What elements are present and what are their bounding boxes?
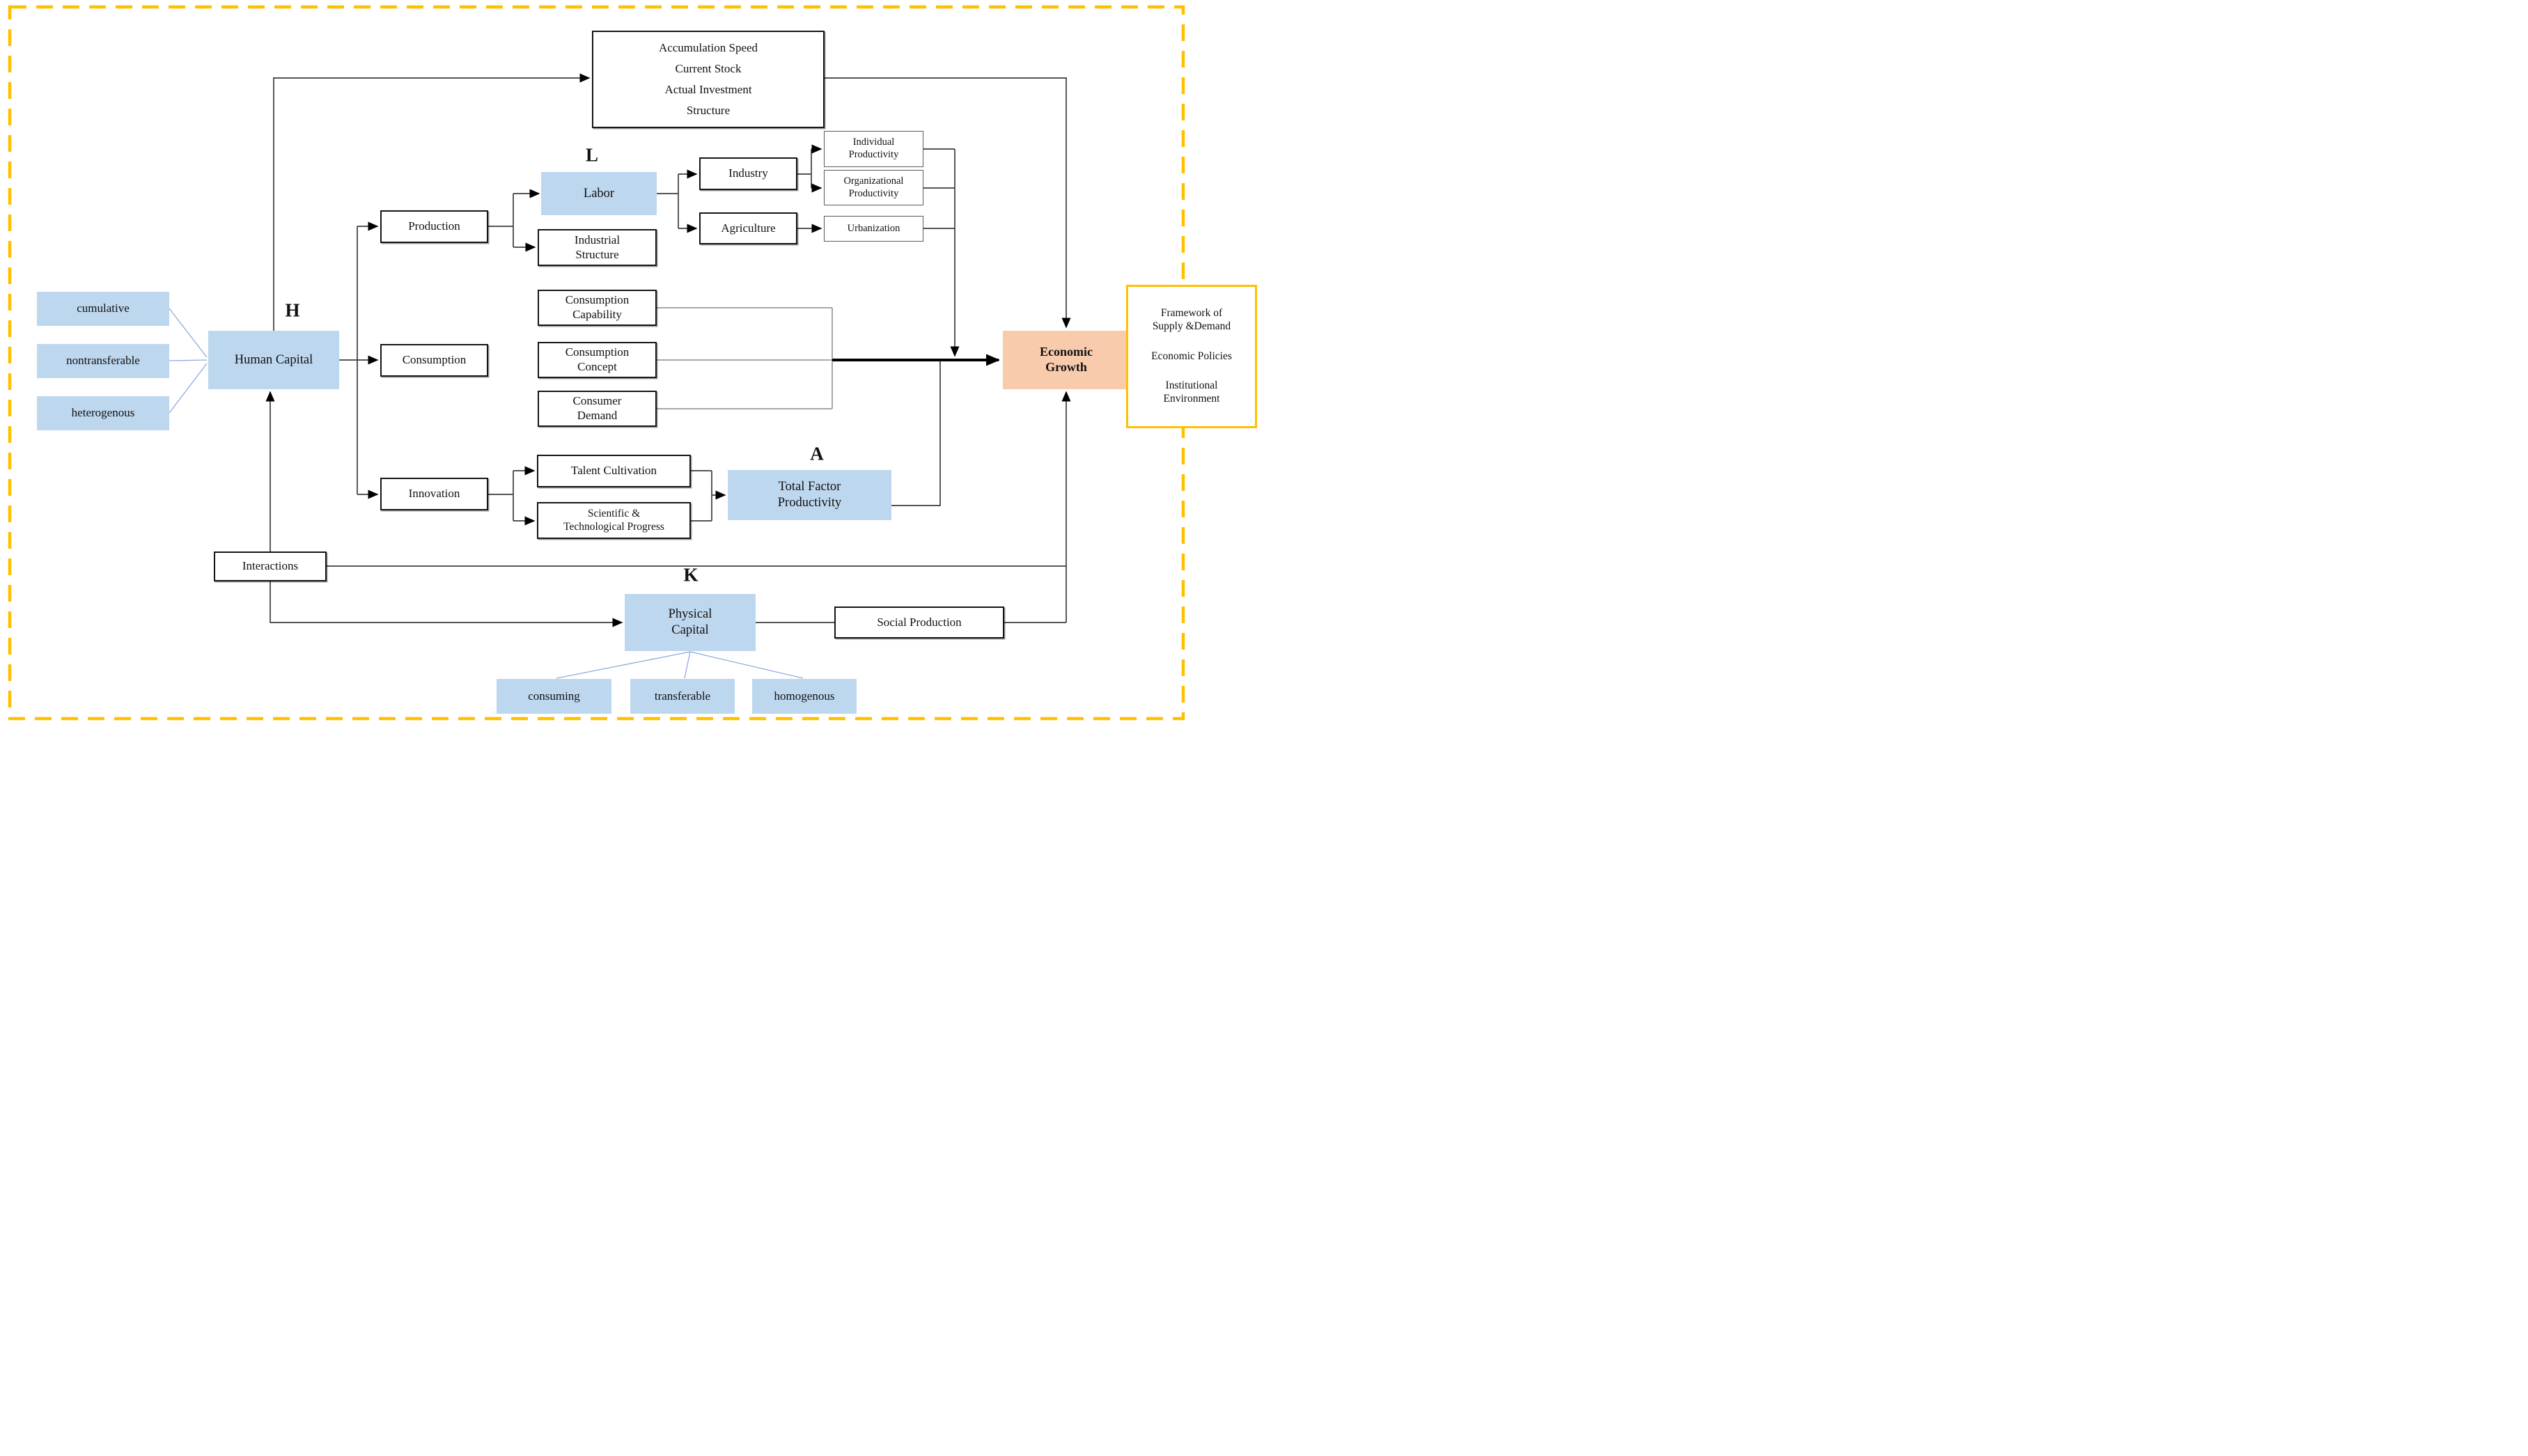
node-social-production: Social Production (834, 606, 1004, 639)
node-urbanization: Urbanization (824, 216, 923, 242)
node-production: Production (380, 210, 488, 243)
node-individual-productivity: Individual Productivity (824, 131, 923, 167)
node-scientific-technological-progress: Scientific & Technological Progress (537, 502, 691, 539)
label-h: H (285, 299, 300, 321)
node-agriculture: Agriculture (699, 212, 797, 244)
framework-line: Framework of Supply &Demand (1152, 307, 1231, 333)
node-innovation: Innovation (380, 478, 488, 510)
framework-line: Institutional Environment (1163, 379, 1220, 405)
accumulation-line: Accumulation Speed (658, 40, 758, 54)
consumption-merge-lines (657, 307, 833, 409)
node-labor: Labor (541, 172, 657, 215)
node-human-capital: Human Capital (208, 331, 339, 389)
label-k: K (683, 564, 699, 586)
label-l: L (585, 144, 599, 166)
node-physical-capital: Physical Capital (625, 594, 756, 651)
node-organizational-productivity: Organizational Productivity (824, 170, 923, 205)
node-consumption-capability: Consumption Capability (538, 290, 657, 326)
attribute-transferable: transferable (630, 679, 735, 714)
node-interactions: Interactions (214, 551, 327, 581)
node-economic-growth: Economic Growth (1003, 331, 1130, 389)
attribute-nontransferable: nontransferable (37, 344, 169, 378)
node-total-factor-productivity: Total Factor Productivity (728, 470, 891, 520)
node-industrial-structure: Industrial Structure (538, 229, 657, 266)
attribute-homogenous: homogenous (752, 679, 857, 714)
node-consumer-demand: Consumer Demand (538, 391, 657, 427)
attribute-consuming: consuming (497, 679, 611, 714)
dashed-boundary (8, 5, 1185, 721)
attribute-fan-lines (169, 308, 804, 679)
node-talent-cultivation: Talent Cultivation (537, 455, 691, 487)
framework-box: Framework of Supply &Demand Economic Pol… (1126, 285, 1257, 428)
accumulation-line: Structure (686, 103, 731, 117)
main-connectors (265, 73, 1071, 627)
economic-growth-framework-diagram: Accumulation Speed Current Stock Actual … (0, 0, 1264, 728)
accumulation-line: Current Stock (675, 61, 742, 75)
attribute-cumulative: cumulative (37, 292, 169, 326)
node-consumption-concept: Consumption Concept (538, 342, 657, 378)
connector-lines (8, 5, 1185, 721)
node-industry: Industry (699, 157, 797, 190)
attribute-heterogenous: heterogenous (37, 396, 169, 430)
label-a: A (810, 443, 824, 464)
accumulation-box: Accumulation Speed Current Stock Actual … (592, 31, 825, 128)
framework-line: Economic Policies (1151, 350, 1232, 362)
accumulation-line: Actual Investment (664, 82, 752, 96)
node-consumption: Consumption (380, 344, 488, 377)
